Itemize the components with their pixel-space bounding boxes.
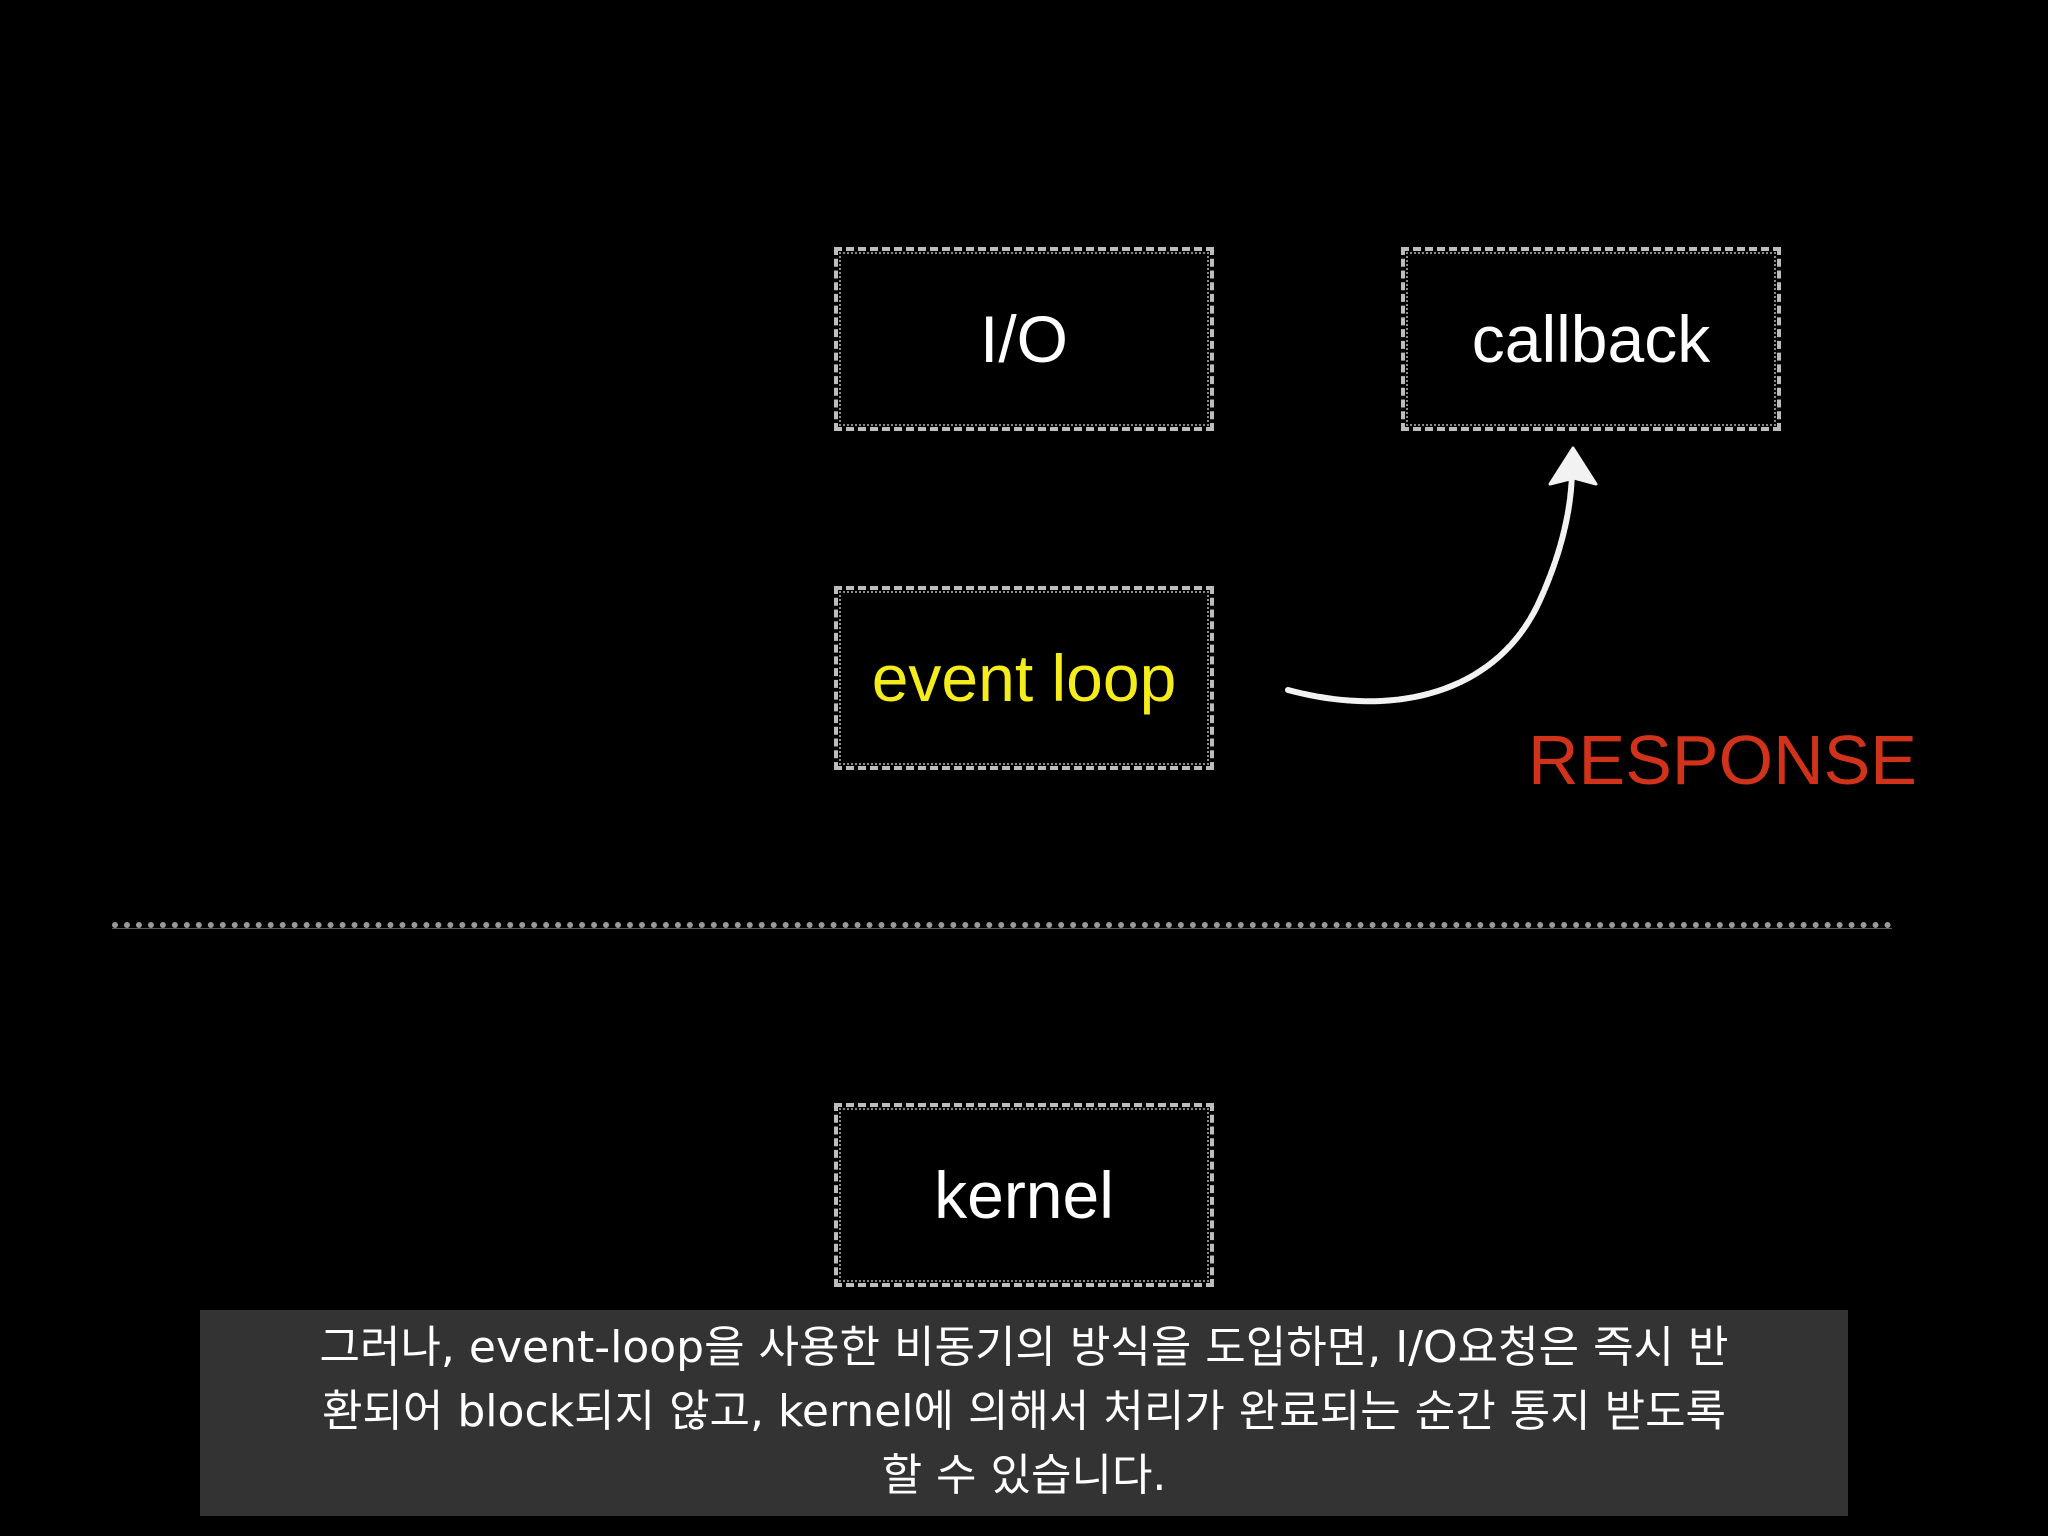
response-arrow-head [1548, 446, 1598, 486]
io-box: I/O [834, 247, 1214, 431]
kernel-box: kernel [834, 1103, 1214, 1287]
subtitle-caption: 그러나, event-loop을 사용한 비동기의 방식을 도입하면, I/O요… [200, 1310, 1848, 1516]
event-loop-box: event loop [834, 586, 1214, 770]
subtitle-line-3: 할 수 있습니다. [881, 1450, 1167, 1501]
subtitle-line-2: 환되어 block되지 않고, kernel에 의해서 처리가 완료되는 순간 … [321, 1386, 1727, 1437]
response-arrow-curve [1285, 465, 1575, 705]
callback-label: callback [1471, 302, 1711, 376]
io-label: I/O [979, 302, 1068, 376]
kernel-label: kernel [934, 1158, 1114, 1232]
callback-box: callback [1401, 247, 1781, 431]
event-loop-label: event loop [871, 641, 1177, 715]
response-label: RESPONSE [1528, 721, 1917, 799]
subtitle-line-1: 그러나, event-loop을 사용한 비동기의 방식을 도입하면, I/O요… [319, 1322, 1729, 1373]
kernel-divider-line [112, 922, 1892, 928]
